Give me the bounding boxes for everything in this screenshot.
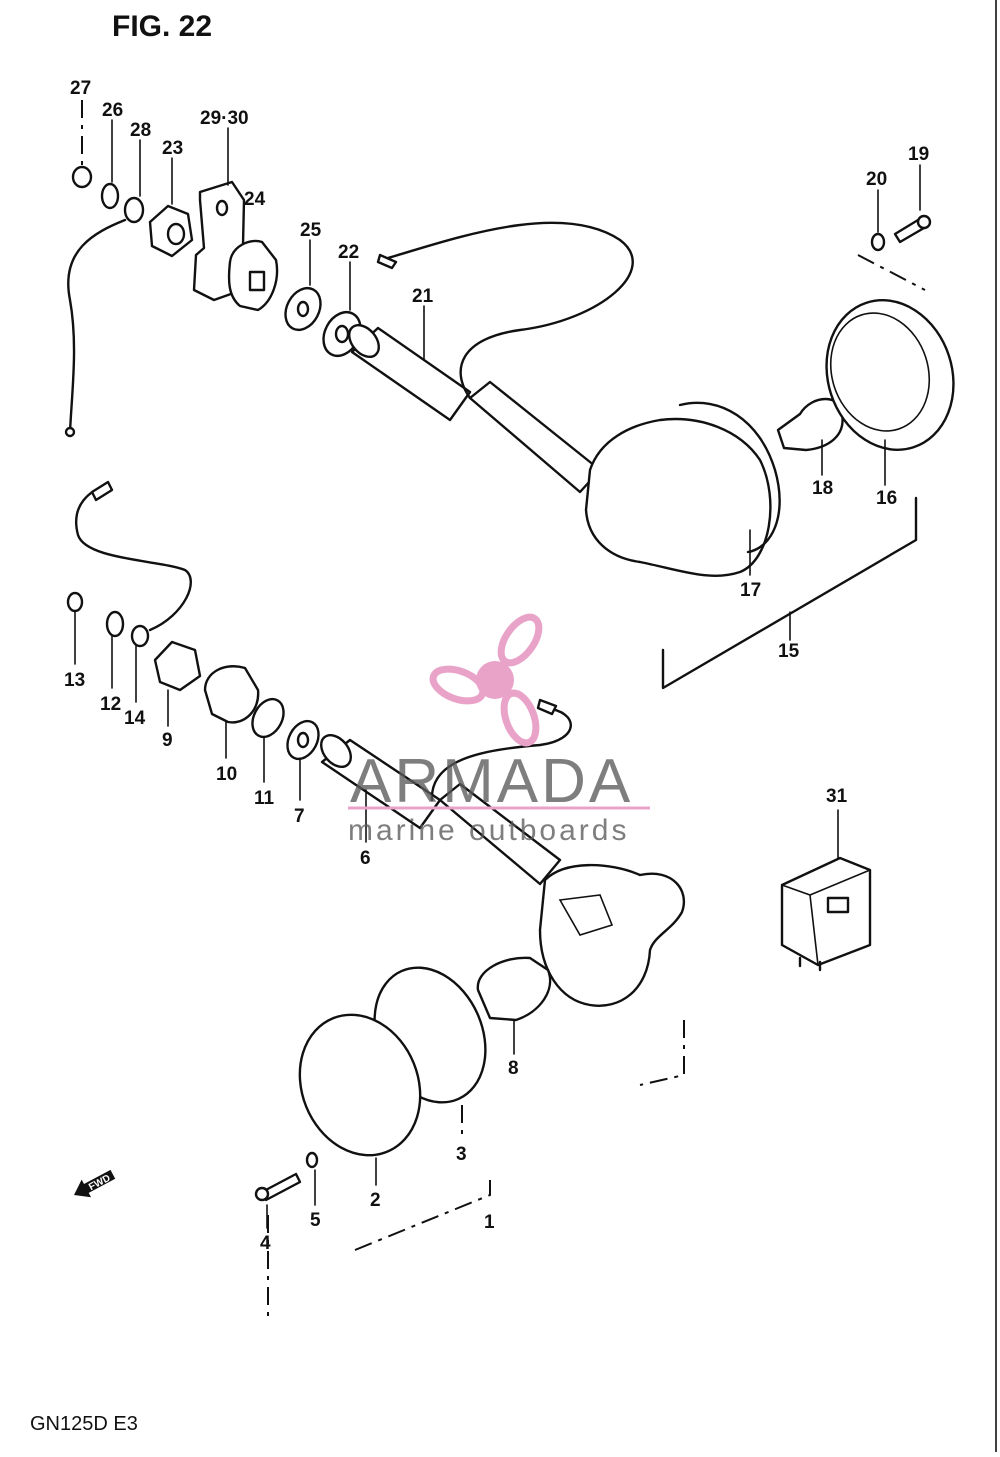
callout-16: 16 bbox=[876, 488, 897, 509]
washer-25-hole bbox=[296, 300, 310, 318]
upper-turn-signal-assembly bbox=[64, 165, 955, 577]
ground-wire-lower bbox=[75, 483, 192, 632]
washer-26-icon bbox=[100, 182, 120, 210]
wire-terminal bbox=[64, 426, 76, 438]
callout-labels: 27 26 28 23 29·30 24 25 22 21 19 20 18 1… bbox=[64, 78, 929, 1254]
washer-11-icon bbox=[251, 697, 285, 739]
relay-edges bbox=[781, 869, 871, 966]
fwd-arrow-shape bbox=[74, 1169, 116, 1198]
propeller-logo-icon bbox=[429, 613, 543, 747]
ground-wire bbox=[67, 218, 127, 434]
screw-4-head bbox=[254, 1186, 270, 1202]
lamp-housing-17-icon bbox=[584, 417, 772, 577]
callout-29-30: 29·30 bbox=[200, 108, 249, 129]
callout-24: 24 bbox=[244, 189, 266, 210]
callout-3: 3 bbox=[456, 1144, 467, 1165]
screw-guide-line bbox=[857, 254, 926, 291]
wire-connector-upper bbox=[376, 253, 398, 270]
washer-20-icon bbox=[870, 232, 886, 252]
washer-14-icon bbox=[130, 624, 150, 648]
relay-31-assembly bbox=[780, 856, 872, 972]
wire-connector-lower-2 bbox=[536, 698, 558, 716]
callout-20: 20 bbox=[866, 169, 887, 190]
callout-11: 11 bbox=[254, 788, 275, 809]
bulb-socket bbox=[558, 894, 614, 936]
stem-6-end bbox=[320, 734, 352, 768]
callout-18: 18 bbox=[812, 478, 833, 499]
leader-lines bbox=[74, 100, 921, 1229]
callout-28: 28 bbox=[130, 120, 151, 141]
bulb-8-icon bbox=[476, 956, 552, 1022]
callout-1: 1 bbox=[484, 1212, 495, 1233]
screw-19-head bbox=[916, 214, 932, 230]
housing-rim bbox=[678, 401, 781, 554]
nut-27-icon bbox=[71, 165, 93, 189]
lock-washer-22-hole bbox=[334, 324, 350, 344]
nut-23-hole bbox=[166, 222, 186, 246]
callout-22: 22 bbox=[338, 242, 359, 263]
watermark-tagline: marine outboards bbox=[348, 814, 629, 847]
lamp-housing-lower-icon bbox=[538, 863, 685, 1007]
signal-wire-lower bbox=[430, 706, 572, 802]
callout-4: 4 bbox=[260, 1233, 271, 1254]
callout-31: 31 bbox=[826, 786, 848, 807]
watermark-brand: ARMADA bbox=[350, 747, 633, 816]
fwd-label: FWD bbox=[87, 1173, 112, 1193]
washer-12-icon bbox=[105, 610, 125, 638]
fwd-arrow-icon: FWD bbox=[74, 1169, 116, 1198]
lens-2-icon bbox=[298, 1013, 422, 1157]
callout-8: 8 bbox=[508, 1058, 519, 1079]
callout-14: 14 bbox=[124, 708, 146, 729]
callout-5: 5 bbox=[310, 1210, 321, 1231]
relay-terminal bbox=[826, 896, 850, 914]
propeller-blade-top bbox=[497, 613, 543, 667]
wire-connector-lower bbox=[90, 480, 114, 502]
grommet-10-icon bbox=[203, 665, 260, 724]
lock-washer-7-hole bbox=[296, 731, 310, 749]
bracket-hole bbox=[215, 199, 229, 217]
propeller-blade-bottom bbox=[500, 689, 540, 747]
callout-12: 12 bbox=[100, 694, 121, 715]
callout-19: 19 bbox=[908, 144, 929, 165]
model-code: GN125D E3 bbox=[30, 1413, 138, 1435]
callout-25: 25 bbox=[300, 220, 322, 241]
callout-7: 7 bbox=[294, 806, 305, 827]
callout-23: 23 bbox=[162, 138, 183, 159]
washer-28-icon bbox=[123, 196, 145, 224]
callout-9: 9 bbox=[162, 730, 173, 751]
nut-9-icon bbox=[153, 640, 202, 692]
stem-21-end bbox=[348, 324, 380, 358]
lens-16-icon bbox=[825, 299, 955, 451]
figure-title: FIG. 22 bbox=[112, 10, 212, 43]
bulb-18-icon bbox=[776, 397, 844, 452]
flasher-relay-31-icon bbox=[780, 856, 872, 967]
callout-6: 6 bbox=[360, 848, 371, 869]
callout-27: 27 bbox=[70, 78, 91, 99]
callout-2: 2 bbox=[370, 1190, 381, 1211]
lens-16-inner bbox=[829, 312, 931, 432]
callout-17: 17 bbox=[740, 580, 761, 601]
armada-watermark: ARMADA marine outboards bbox=[348, 613, 650, 847]
callout-15: 15 bbox=[778, 641, 800, 662]
propeller-hub bbox=[476, 661, 514, 699]
callout-21: 21 bbox=[412, 286, 434, 307]
lower-turn-signal-assembly bbox=[66, 480, 685, 1320]
assembly-1-bracket bbox=[354, 1180, 491, 1251]
grommet-slot bbox=[248, 270, 266, 292]
nut-13-icon bbox=[66, 591, 84, 613]
housing-shaft bbox=[468, 380, 602, 494]
callout-10: 10 bbox=[216, 764, 237, 785]
callout-26: 26 bbox=[102, 100, 123, 121]
signal-wire-upper bbox=[386, 221, 634, 400]
washer-5-icon bbox=[305, 1151, 319, 1169]
callout-13: 13 bbox=[64, 670, 85, 691]
lens-guide-line bbox=[639, 1020, 685, 1086]
